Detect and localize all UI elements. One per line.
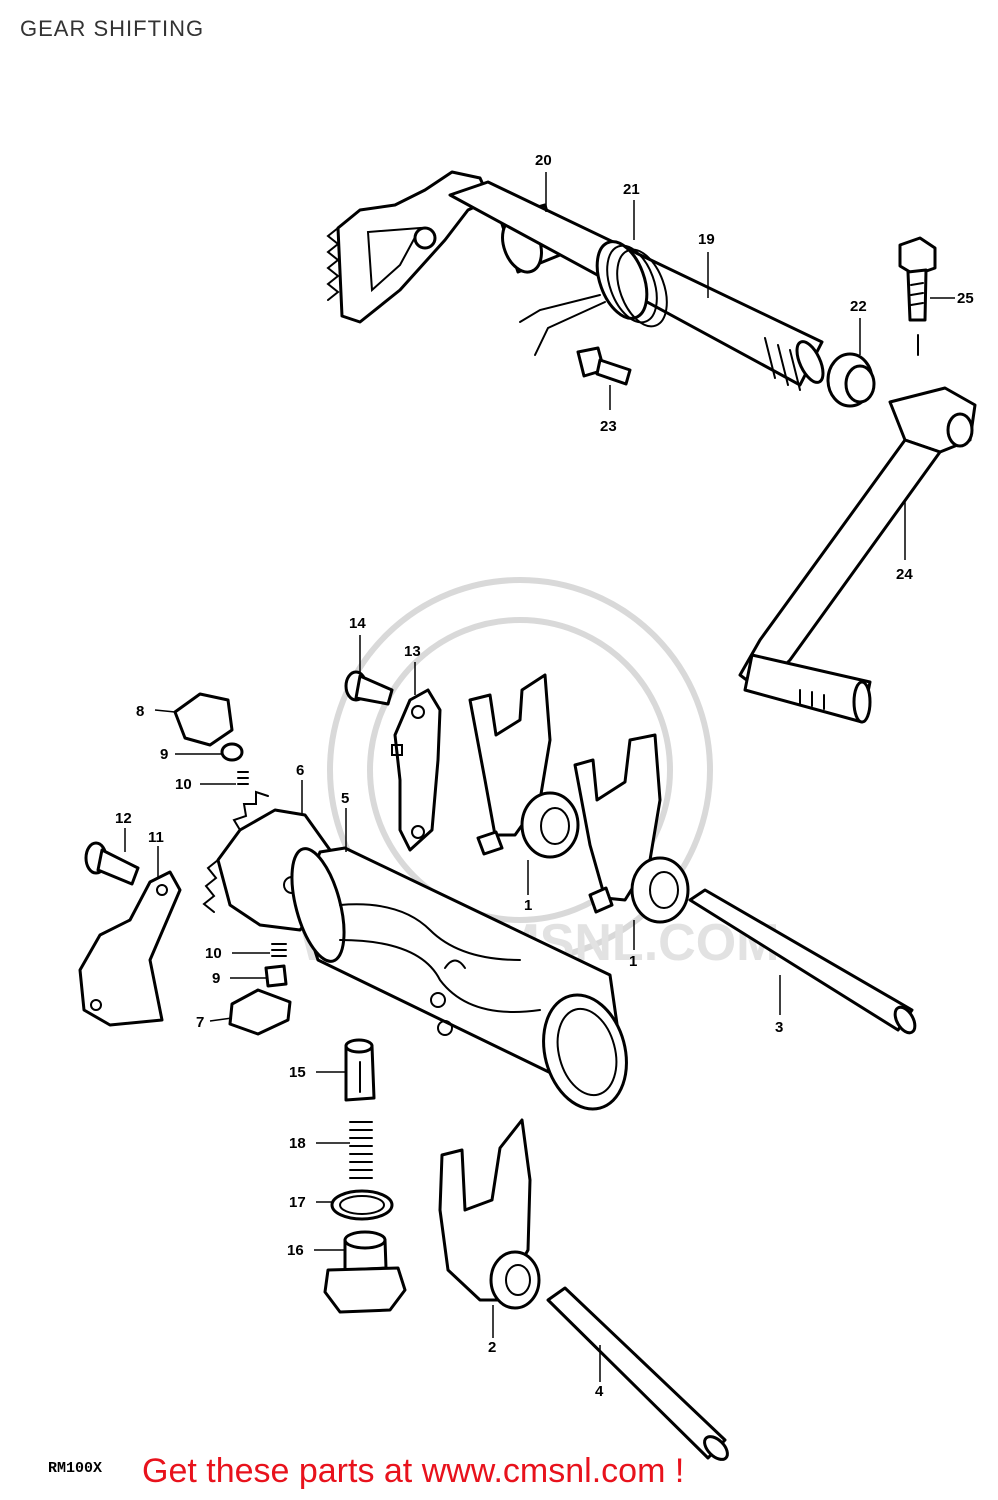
part-gear-shift-shaft-sector [326, 170, 562, 324]
callout-12: 12 [115, 810, 132, 827]
callout-23: 23 [600, 418, 617, 435]
part-stopper-7 [228, 988, 292, 1036]
part-pin-15 [344, 1038, 376, 1102]
leader-lines [124, 172, 955, 1382]
part-o-ring-17 [330, 1189, 394, 1221]
part-gear-shift-fork-1b [573, 733, 690, 924]
part-gear-shift-cam-stopper-plate [391, 688, 442, 852]
callout-1b: 1 [629, 953, 637, 970]
part-gear-shift-fork-1a [468, 673, 580, 859]
part-spring-10-lower [271, 943, 287, 957]
callout-3: 3 [775, 1019, 783, 1036]
part-stopper-8 [173, 692, 234, 747]
part-pin-9-upper [220, 742, 244, 762]
callout-13: 13 [404, 643, 421, 660]
part-gear-shift-lever [738, 386, 977, 724]
callout-17: 17 [289, 1194, 306, 1211]
part-gear-shift-cam [290, 846, 628, 1111]
page-title: GEAR SHIFTING [20, 16, 205, 41]
callout-7: 7 [196, 1014, 204, 1031]
part-gear-shift-fork-shaft-3 [688, 888, 917, 1035]
callout-20: 20 [535, 152, 552, 169]
callout-10-lower: 10 [205, 945, 222, 962]
callout-labels: 20 21 19 25 22 23 24 14 13 8 9 10 6 5 12… [115, 152, 974, 1400]
callout-6: 6 [296, 762, 304, 779]
callout-8: 8 [136, 703, 144, 720]
callout-18: 18 [289, 1135, 306, 1152]
callout-16: 16 [287, 1242, 304, 1259]
callout-22: 22 [850, 298, 867, 315]
callout-1a: 1 [524, 897, 532, 914]
callout-19: 19 [698, 231, 715, 248]
callout-25: 25 [957, 290, 974, 307]
part-stopper-bolt [576, 346, 632, 386]
callout-5: 5 [341, 790, 349, 807]
part-gear-shift-fork-2 [438, 1118, 541, 1310]
callout-4: 4 [595, 1383, 604, 1400]
part-spring-18 [349, 1121, 373, 1179]
callout-15: 15 [289, 1064, 306, 1081]
callout-10-upper: 10 [175, 776, 192, 793]
part-plug-16 [323, 1230, 407, 1314]
part-pin-9-lower [264, 964, 288, 988]
callout-2: 2 [488, 1339, 496, 1356]
part-gear-shift-fork-shaft-4 [546, 1286, 729, 1461]
callout-14: 14 [349, 615, 366, 632]
callout-9-lower: 9 [212, 970, 220, 987]
part-screw-12 [84, 841, 140, 886]
part-screw-14 [344, 670, 394, 706]
callout-21: 21 [623, 181, 640, 198]
part-return-spring [519, 240, 668, 356]
part-oil-seal [826, 352, 876, 408]
buy-parts-link[interactable]: Get these parts at www.cmsnl.com ! [142, 1452, 685, 1490]
callout-11: 11 [148, 829, 164, 846]
part-bolt-25 [898, 236, 937, 356]
model-code: RM100X [48, 1460, 103, 1477]
callout-24: 24 [896, 566, 913, 583]
part-spring-10-upper [237, 771, 249, 785]
callout-9-upper: 9 [160, 746, 168, 763]
part-plate-11 [78, 870, 182, 1027]
